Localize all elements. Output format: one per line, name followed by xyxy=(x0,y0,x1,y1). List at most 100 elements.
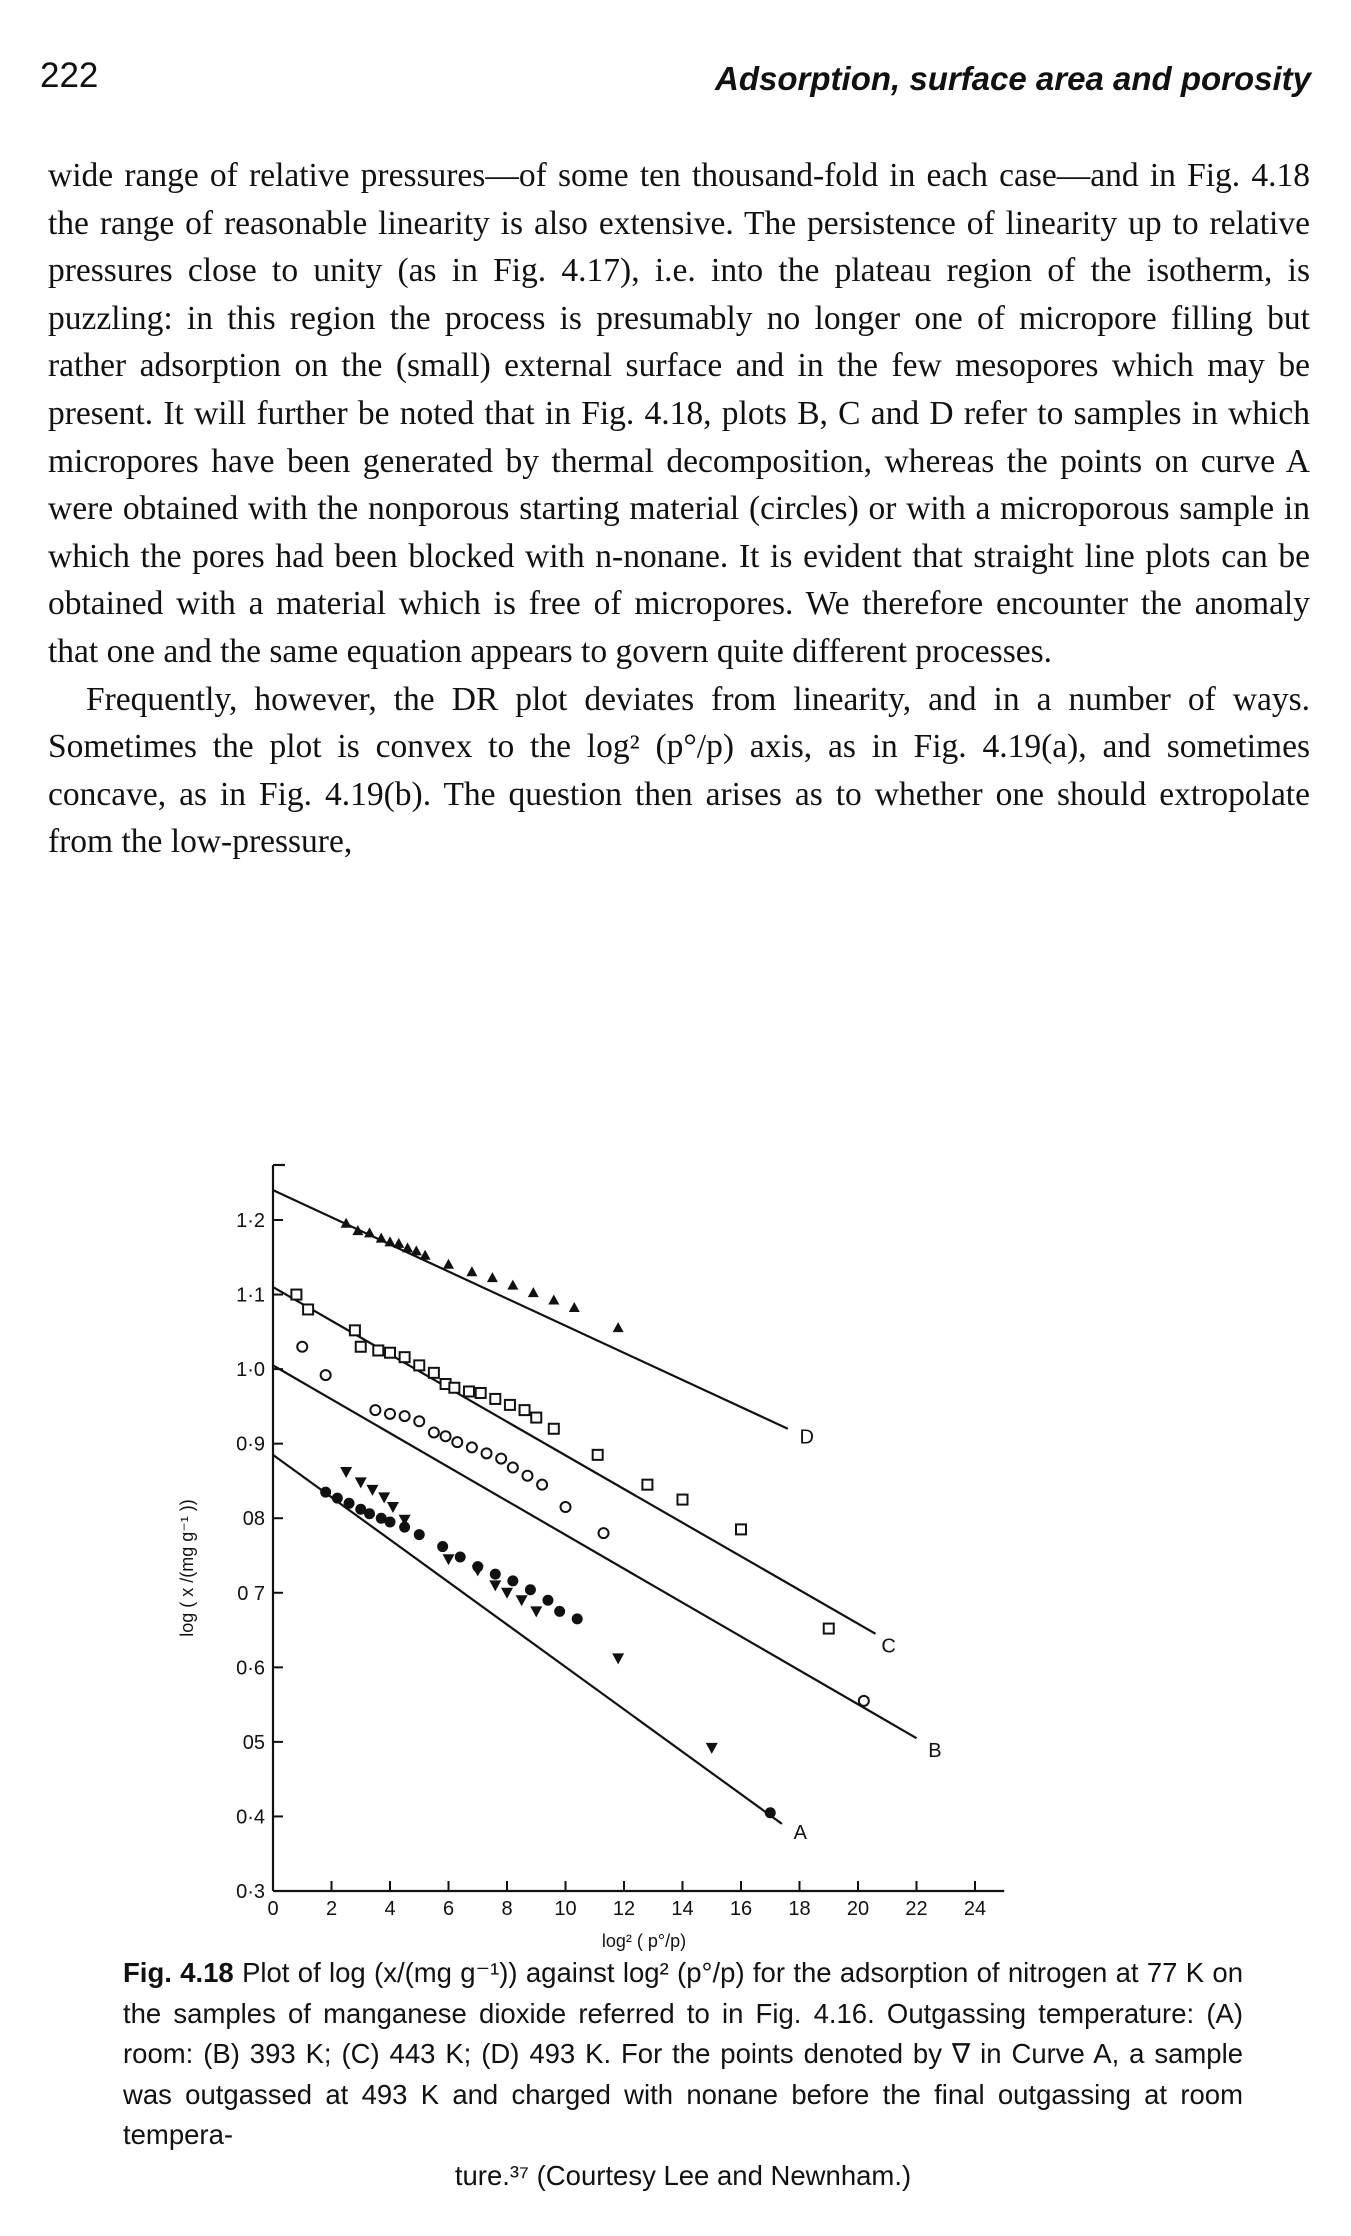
y-tick-label: 0·9 xyxy=(236,1434,265,1456)
point-c xyxy=(448,1381,461,1394)
point-d xyxy=(568,1301,580,1312)
point-d xyxy=(419,1249,431,1260)
y-tick-label: 1·1 xyxy=(236,1285,265,1307)
y-tick-label: 08 xyxy=(243,1508,265,1530)
point-b xyxy=(398,1410,411,1423)
point-a-nonane xyxy=(612,1653,625,1665)
page-number: 222 xyxy=(40,56,99,95)
x-tick-label: 20 xyxy=(847,1898,869,1920)
x-tick-label: 12 xyxy=(613,1898,635,1920)
point-b xyxy=(369,1404,382,1417)
point-a xyxy=(355,1503,367,1515)
point-b xyxy=(413,1415,426,1428)
point-b xyxy=(427,1426,440,1439)
x-tick-label: 8 xyxy=(501,1898,512,1920)
point-c xyxy=(591,1448,604,1461)
body-text: wide range of relative pressures—of some… xyxy=(48,152,1310,866)
y-tick-label: 05 xyxy=(243,1732,265,1754)
point-c xyxy=(530,1411,543,1424)
point-a-nonane xyxy=(386,1502,399,1514)
point-c xyxy=(462,1385,475,1398)
point-a xyxy=(542,1594,554,1606)
point-d xyxy=(527,1287,539,1298)
point-a-nonane xyxy=(501,1587,513,1599)
point-d xyxy=(402,1242,414,1253)
curve-label-d: D xyxy=(800,1427,814,1449)
point-a xyxy=(554,1605,566,1617)
point-c xyxy=(302,1303,315,1316)
caption-label: Fig. 4.18 xyxy=(123,1957,234,1988)
point-b xyxy=(319,1369,332,1382)
curve-label-a: A xyxy=(794,1822,808,1844)
paragraph: wide range of relative pressures—of some… xyxy=(48,157,1310,670)
point-c xyxy=(348,1324,361,1337)
x-tick-label: 22 xyxy=(905,1898,927,1920)
point-a-nonane xyxy=(515,1595,528,1607)
x-tick-label: 6 xyxy=(443,1898,454,1920)
point-a xyxy=(507,1575,519,1587)
point-c xyxy=(398,1351,411,1364)
point-b xyxy=(296,1340,309,1353)
point-b xyxy=(495,1452,508,1465)
point-b xyxy=(559,1501,572,1514)
point-a xyxy=(489,1568,501,1580)
point-c xyxy=(735,1523,747,1536)
point-b xyxy=(439,1430,452,1443)
figure-caption: Fig. 4.18 Plot of log (x/(mg g⁻¹)) again… xyxy=(123,1953,1243,2196)
point-d xyxy=(364,1227,376,1238)
point-a xyxy=(571,1613,583,1625)
curve-label-c: C xyxy=(881,1635,895,1657)
y-tick-label: 0 7 xyxy=(237,1583,265,1605)
fit-line-A xyxy=(272,1453,783,1825)
x-axis-label: log² ( p°/p) xyxy=(602,1931,686,1951)
point-c xyxy=(518,1404,531,1417)
point-d xyxy=(340,1217,352,1228)
point-a xyxy=(364,1508,376,1520)
y-axis-label: log ( x /(mg g⁻¹ )) xyxy=(177,1499,197,1637)
y-tick-label: 1·2 xyxy=(236,1210,265,1232)
fit-line-B xyxy=(272,1364,918,1740)
caption-text: Plot of log (x/(mg g⁻¹)) against log² (p… xyxy=(123,1957,1244,2150)
point-d xyxy=(443,1258,454,1269)
point-b xyxy=(536,1478,549,1491)
paragraph: Frequently, however, the DR plot deviate… xyxy=(48,680,1310,861)
point-d xyxy=(507,1279,519,1290)
point-a xyxy=(320,1486,332,1498)
point-a xyxy=(764,1807,776,1819)
point-c xyxy=(474,1386,487,1399)
curve-label-b: B xyxy=(928,1740,941,1762)
x-tick-label: 16 xyxy=(730,1898,752,1920)
y-tick-label: 1·0 xyxy=(236,1359,265,1381)
point-c xyxy=(676,1493,689,1506)
point-d xyxy=(352,1225,364,1236)
point-a-nonane xyxy=(354,1477,367,1489)
point-a-nonane xyxy=(378,1492,391,1504)
point-a xyxy=(399,1521,411,1533)
point-a xyxy=(343,1497,355,1509)
point-c xyxy=(641,1478,654,1491)
point-c xyxy=(489,1392,502,1405)
x-tick-label: 10 xyxy=(554,1898,576,1920)
point-a xyxy=(413,1529,425,1541)
point-a xyxy=(375,1512,387,1524)
point-c xyxy=(547,1422,560,1435)
fit-line-C xyxy=(272,1286,877,1635)
point-d xyxy=(393,1237,405,1248)
point-a xyxy=(331,1492,343,1504)
point-a xyxy=(384,1516,396,1528)
point-c xyxy=(427,1366,440,1379)
point-a xyxy=(454,1551,466,1563)
point-d xyxy=(548,1294,560,1305)
point-c xyxy=(503,1398,516,1411)
point-c xyxy=(290,1288,303,1301)
point-d xyxy=(486,1272,498,1283)
point-c xyxy=(354,1340,367,1353)
x-tick-label: 14 xyxy=(671,1898,693,1920)
point-a-nonane xyxy=(471,1565,484,1577)
x-tick-label: 0 xyxy=(267,1898,278,1920)
running-title: Adsorption, surface area and porosity xyxy=(715,60,1311,97)
point-a-nonane xyxy=(398,1514,411,1526)
point-a-nonane xyxy=(489,1580,502,1592)
